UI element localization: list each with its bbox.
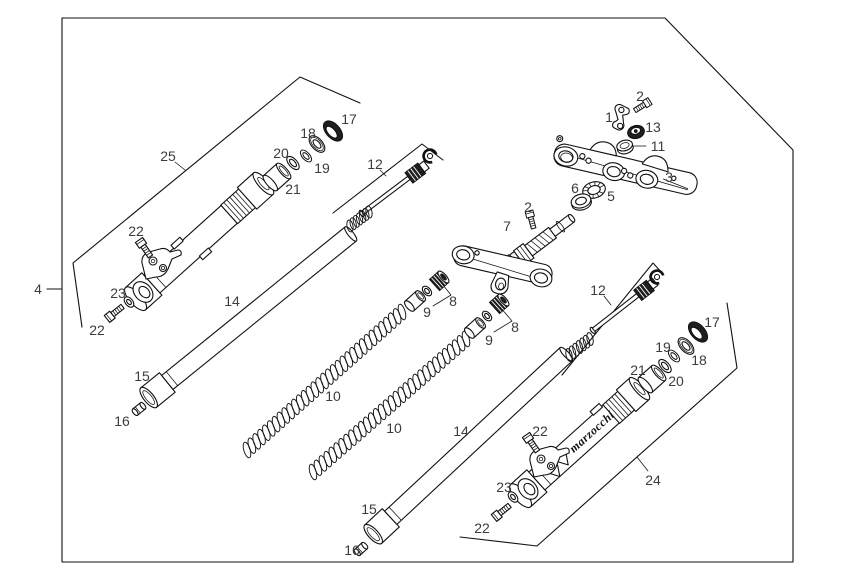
seal-6 [570,193,592,211]
part-label-15: 15 [134,368,150,384]
part-label-24: 24 [645,472,661,488]
part-label-6: 6 [571,180,579,196]
part-label-14: 14 [224,293,240,309]
set-1-bracket [432,279,452,307]
part-label-25: 25 [160,148,176,164]
part-label-19: 19 [655,339,671,355]
part-label-17: 17 [341,111,357,127]
part-label-14: 14 [453,423,469,439]
part-label-10: 10 [386,420,402,436]
part-label-12: 12 [590,282,606,298]
cap-nut-8 [428,268,452,292]
part-label-22: 22 [474,520,490,536]
set-2-bracket [493,306,513,333]
small-parts-set-1 [402,268,452,314]
part-label-2: 2 [524,199,532,215]
left-damper-rod-12 [346,145,439,233]
part-label-22: 22 [128,223,144,239]
part-label-11: 11 [651,138,666,154]
part-label-20: 20 [668,373,684,389]
handlebar-clamp-1 [612,103,630,131]
bushing-9 [462,315,488,341]
left-inner-tube-14 [139,226,358,409]
part-label-5: 5 [607,188,615,204]
left-slider-assembly-25 [103,116,347,323]
part-label-10: 10 [325,388,341,404]
labels-layer: 4252223221415161718201921121010151689892… [34,88,720,558]
part-label-4: 4 [34,281,42,297]
coil-spring-10-a [242,303,407,459]
part-label-8: 8 [511,319,519,335]
part-label-15: 15 [361,501,377,517]
part-label-18: 18 [691,352,707,368]
left-plug-16 [130,400,148,418]
coil-spring-10-b [308,330,471,481]
small-parts-set-2 [462,291,513,341]
right-caliper-bracket [529,445,570,478]
cap-nut-8 [488,291,512,315]
part-label-23: 23 [110,285,126,301]
part-label-2: 2 [636,88,644,104]
part-label-16: 16 [344,542,360,558]
lower-triple-clamp-7 [451,209,576,295]
part-label-18: 18 [300,125,316,141]
left-ring-19 [297,147,315,165]
drawing-border [61,17,794,563]
part-label-17: 17 [704,314,720,330]
group-25-bracket [72,76,361,328]
group-24-bracket [459,302,738,547]
group-12-right-bracket [561,262,664,376]
bearing-5 [582,181,606,199]
right-inner-tube-14 [363,346,574,545]
part-label-1: 1 [605,109,613,125]
part-label-8: 8 [449,293,457,309]
part-label-7: 7 [503,218,511,234]
right-slider-assembly-24: marzocchi [490,317,712,522]
part-label-9: 9 [423,304,431,320]
ring-11 [616,139,634,155]
part-label-20: 20 [273,145,289,161]
part-label-23: 23 [496,479,512,495]
right-damper-rod-12 [565,266,666,362]
part-label-13: 13 [645,119,661,135]
nut-13 [627,124,645,140]
right-lower-bolt-22 [490,501,513,522]
part-label-19: 19 [314,160,330,176]
part-label-9: 9 [485,332,493,348]
part-label-22: 22 [532,423,548,439]
part-label-16: 16 [114,413,130,429]
part-label-3: 3 [665,169,673,185]
part-label-21: 21 [285,181,301,197]
part-label-21: 21 [630,362,646,378]
part-label-22: 22 [89,322,105,338]
left-lower-bolt-22 [103,302,126,323]
part-label-12: 12 [367,156,383,172]
group-12-left-bracket [332,143,444,214]
upper-triple-clamp-3 [553,135,698,195]
